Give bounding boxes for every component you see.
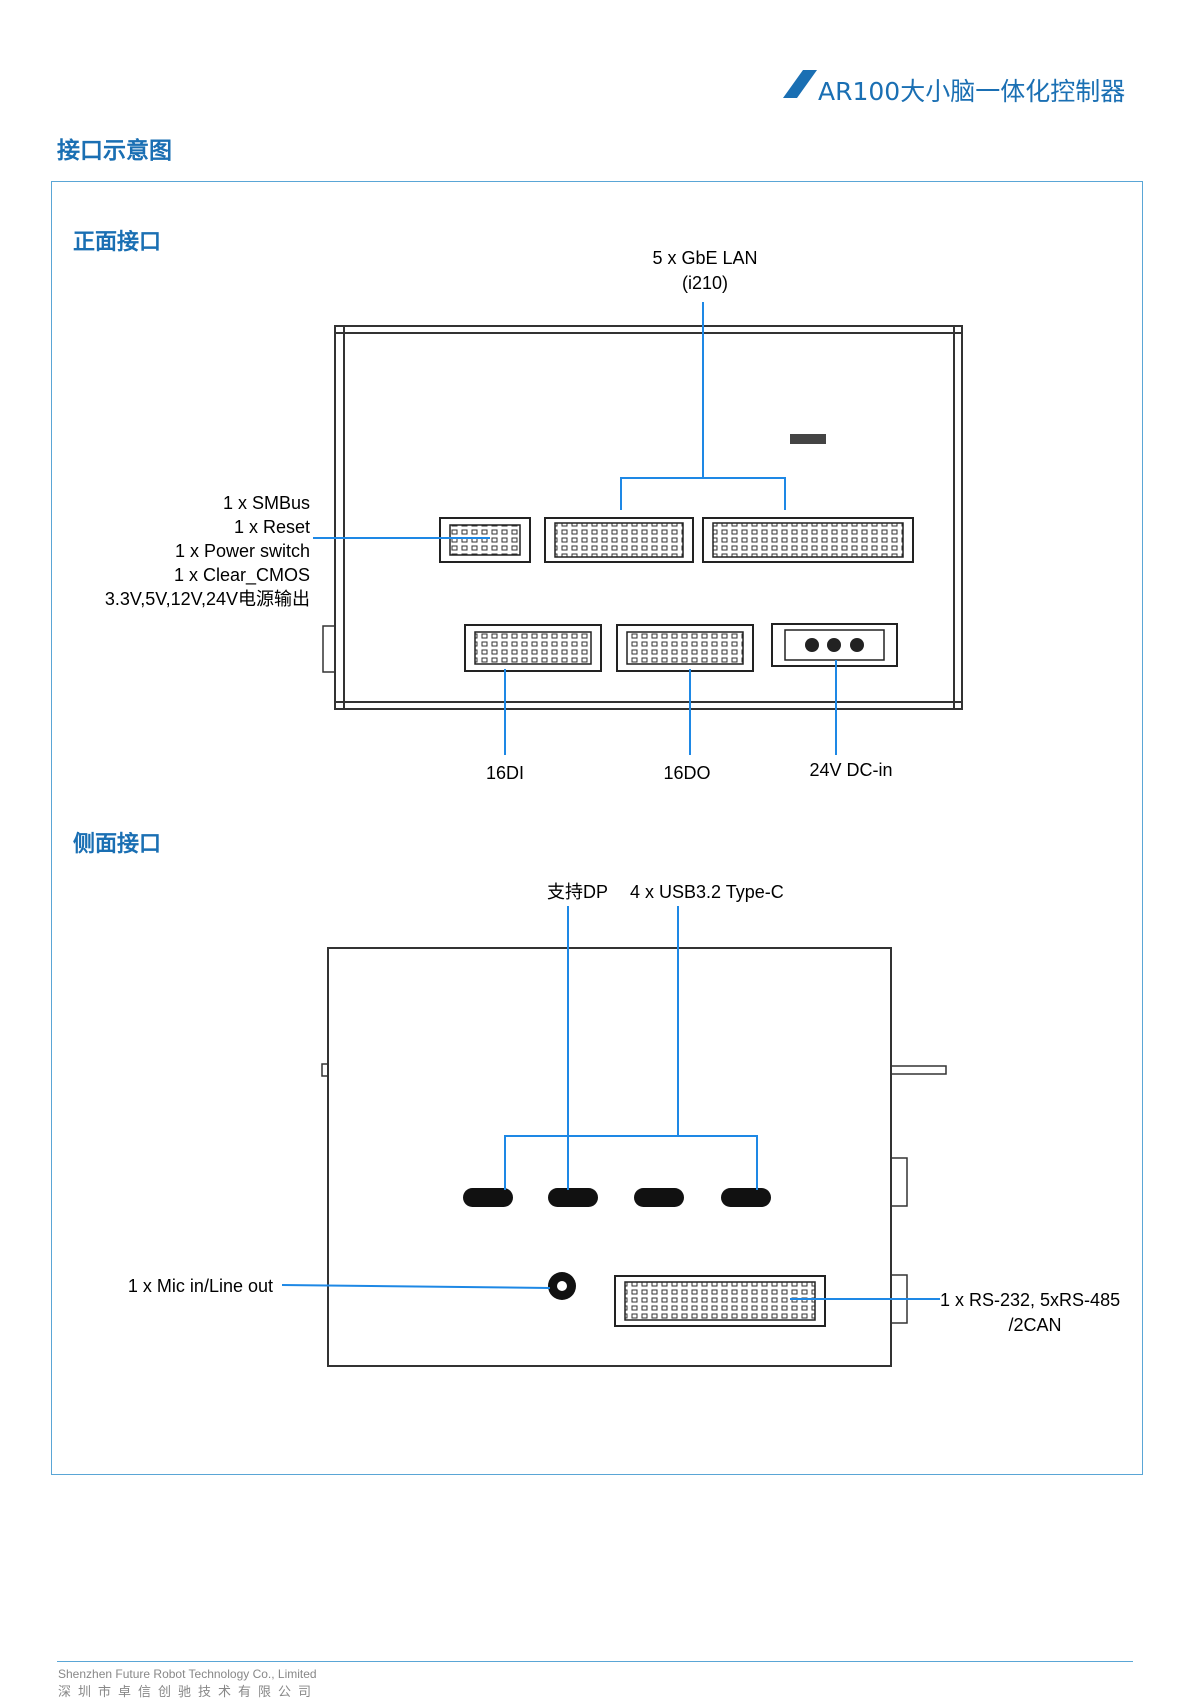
do-connector bbox=[616, 624, 754, 672]
footer-divider bbox=[57, 1661, 1133, 1662]
power-switch-label: 1 x Power switch bbox=[174, 541, 310, 561]
side-panel bbox=[321, 947, 947, 1367]
lan-chip-label: (i210) bbox=[681, 273, 729, 293]
front-panel bbox=[322, 325, 963, 710]
can-label: /2CAN bbox=[1008, 1315, 1062, 1335]
usb-c-port-1 bbox=[463, 1188, 513, 1207]
mic-label: 1 x Mic in/Line out bbox=[127, 1276, 273, 1296]
side-callouts bbox=[281, 906, 940, 1300]
dc-in-connector bbox=[771, 623, 898, 667]
smbus-label: 1 x SMBus bbox=[222, 493, 310, 513]
usb-label: 4 x USB3.2 Type-C bbox=[630, 882, 784, 902]
usb-c-ports bbox=[463, 1188, 771, 1207]
smbus-reset-connector bbox=[439, 517, 531, 563]
brand-slash-icon bbox=[783, 70, 817, 98]
clear-cmos-label: 1 x Clear_CMOS bbox=[173, 565, 310, 585]
lan-label: 5 x GbE LAN bbox=[652, 248, 758, 268]
do-label: 16DO bbox=[663, 763, 711, 783]
usb-c-port-2 bbox=[548, 1188, 598, 1207]
dp-label: 支持DP bbox=[547, 882, 609, 902]
lan-connector-1 bbox=[544, 517, 694, 563]
front-section-title: 正面接口 bbox=[73, 230, 162, 255]
page-title: 接口示意图 bbox=[57, 138, 172, 164]
power-output-label: 3.3V,5V,12V,24V电源输出 bbox=[104, 589, 310, 609]
di-connector bbox=[464, 624, 602, 672]
dc-in-label: 24V DC-in bbox=[809, 760, 893, 780]
lan-connector-2 bbox=[702, 517, 914, 563]
side-section-title: 侧面接口 bbox=[73, 832, 162, 857]
usb-c-port-3 bbox=[634, 1188, 684, 1207]
serial-label: 1 x RS-232, 5xRS-485 bbox=[940, 1290, 1121, 1310]
product-title: AR100大小脑一体化控制器 bbox=[818, 77, 1126, 106]
reset-label: 1 x Reset bbox=[233, 517, 310, 537]
di-label: 16DI bbox=[485, 763, 525, 783]
serial-connector bbox=[614, 1275, 826, 1327]
front-callouts bbox=[313, 302, 837, 755]
diagram-frame bbox=[51, 181, 1143, 1475]
usb-c-port-4 bbox=[721, 1188, 771, 1207]
footer-company-cn: 深圳市卓信创驰技术有限公司 bbox=[58, 1685, 319, 1700]
footer-company-en: Shenzhen Future Robot Technology Co., Li… bbox=[58, 1667, 317, 1681]
